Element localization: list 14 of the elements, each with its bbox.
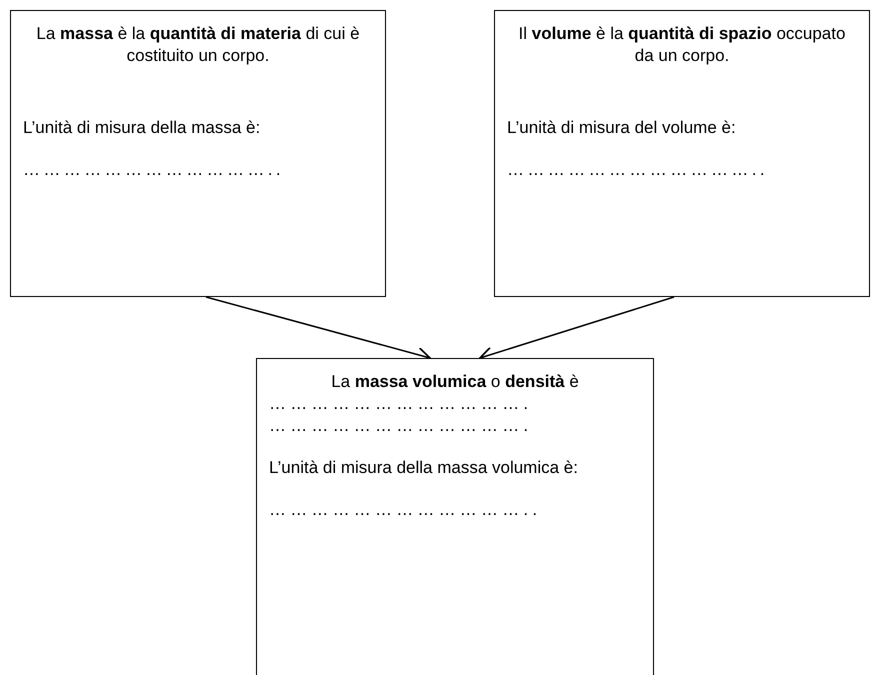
paragraph: ………………………………. xyxy=(269,415,534,437)
paragraph: ……………………………….. xyxy=(23,159,286,181)
paragraph: ………………………………. xyxy=(269,393,534,415)
paragraph: L’unità di misura della massa volumica è: xyxy=(269,457,579,479)
text-box xyxy=(494,10,870,297)
paragraph: Il volume è la quantità di spazio occupato da un corpo. xyxy=(518,23,846,67)
paragraph: ……………………………….. xyxy=(269,499,542,521)
paragraph: L’unità di misura della massa è: xyxy=(23,117,262,139)
paragraph: L’unità di misura del volume è: xyxy=(507,117,737,139)
paragraph: ……………………………….. xyxy=(507,159,770,181)
paragraph: La massa è la quantità di materia di cui è costituito un corpo. xyxy=(35,23,361,67)
paragraph: La massa volumica o densità è xyxy=(330,371,580,393)
text-box xyxy=(256,358,654,675)
text-box xyxy=(10,10,386,297)
